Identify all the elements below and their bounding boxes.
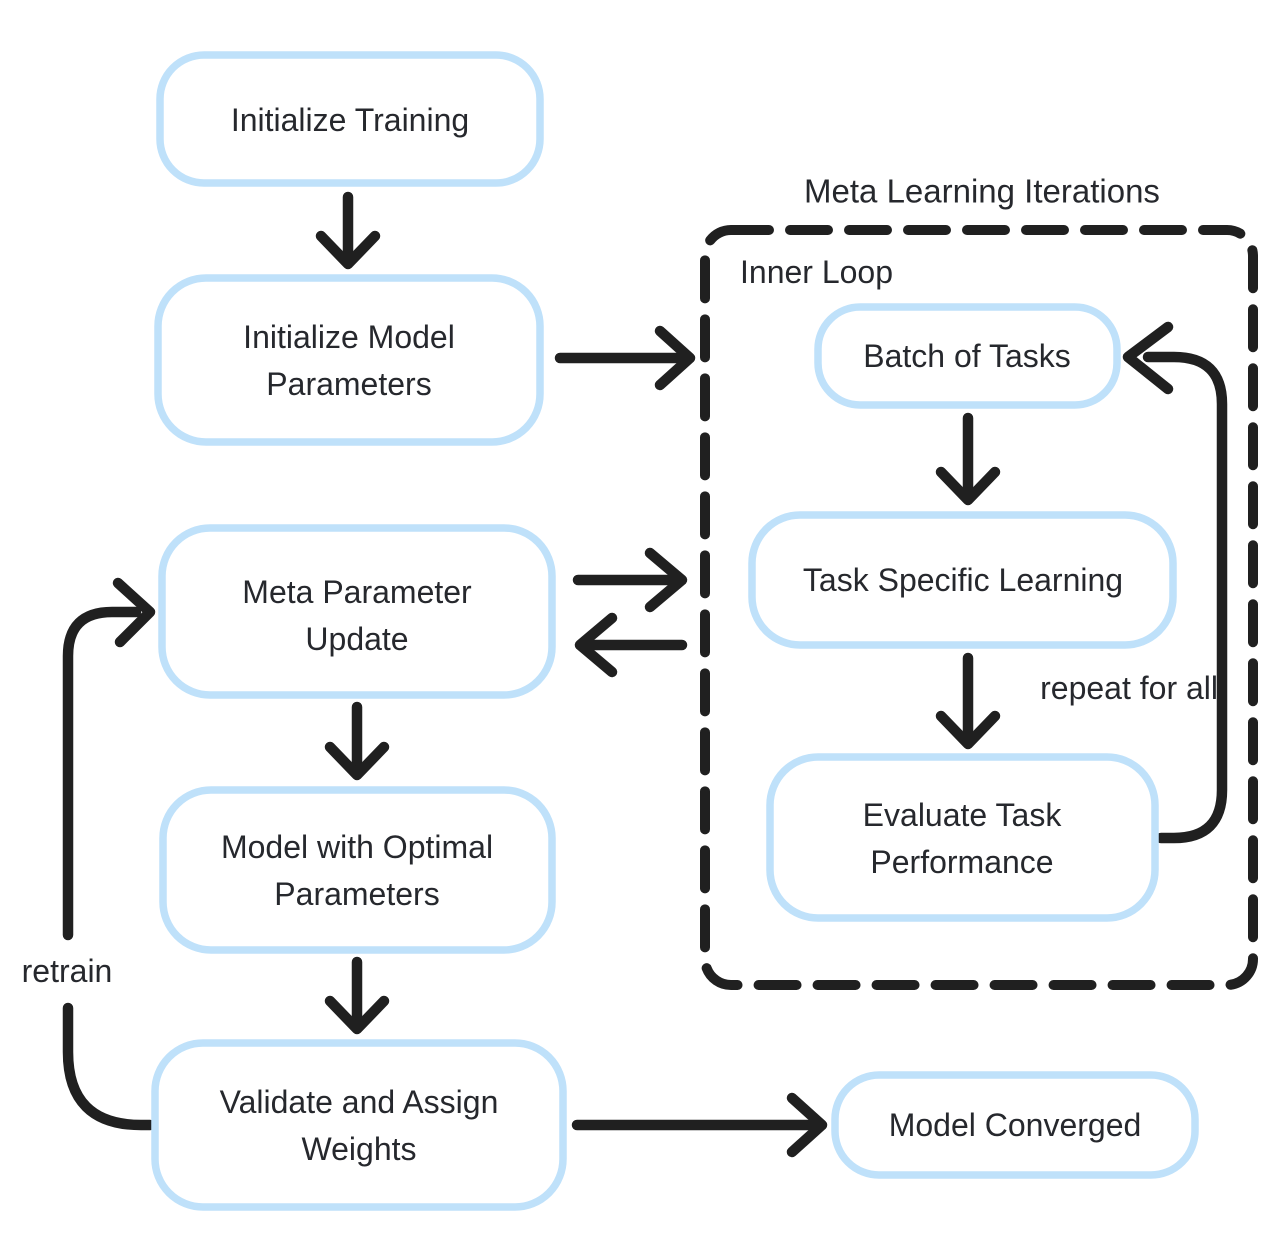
retrain-label: retrain xyxy=(22,953,113,989)
node-initialize-training: Initialize Training xyxy=(156,51,544,187)
node-meta-parameter-update: Meta Parameter Update xyxy=(158,524,556,699)
arrow-validate-and-assign-weights-to-model-converged xyxy=(571,1092,828,1158)
arrow-batch-of-tasks-to-task-specific-learning xyxy=(935,412,1001,506)
node-task-specific-learning-label: Task Specific Learning xyxy=(803,562,1123,598)
node-initialize-model-parameters-label-line1: Initialize Model xyxy=(243,319,455,355)
node-validate-and-assign-weights-label-line2: Weights xyxy=(301,1131,416,1167)
node-batch-of-tasks: Batch of Tasks xyxy=(814,303,1121,409)
arrow-meta-parameter-update-to-model-with-optimal-parameters xyxy=(324,701,390,781)
node-task-specific-learning: Task Specific Learning xyxy=(748,511,1177,649)
arrow-meta-parameter-update-to-inner-loop xyxy=(572,547,688,613)
arrow-model-with-optimal-parameters-to-validate-and-assign-weights xyxy=(324,956,390,1035)
node-model-converged: Model Converged xyxy=(831,1071,1199,1179)
node-batch-of-tasks-label: Batch of Tasks xyxy=(863,338,1071,374)
node-evaluate-task-performance: Evaluate Task Performance xyxy=(766,753,1159,922)
node-initialize-model-parameters-label-line2: Parameters xyxy=(266,366,431,402)
repeat-for-all-label: repeat for all xyxy=(1040,670,1218,706)
node-model-with-optimal-parameters-label-line1: Model with Optimal xyxy=(221,829,493,865)
group-title: Meta Learning Iterations xyxy=(804,173,1160,210)
node-validate-and-assign-weights-label-line1: Validate and Assign xyxy=(220,1084,499,1120)
node-model-with-optimal-parameters: Model with Optimal Parameters xyxy=(159,786,556,954)
node-initialize-training-label: Initialize Training xyxy=(231,102,469,138)
arrow-inner-loop-to-meta-parameter-update xyxy=(574,612,688,678)
node-model-with-optimal-parameters-label-line2: Parameters xyxy=(274,876,439,912)
node-meta-parameter-update-label-line2: Update xyxy=(305,621,408,657)
node-meta-parameter-update-label-line1: Meta Parameter xyxy=(242,574,472,610)
inner-loop-label: Inner Loop xyxy=(740,254,893,290)
arrow-initialize-training-to-initialize-model-parameters xyxy=(315,191,381,270)
arrow-task-specific-learning-to-evaluate-task-performance xyxy=(935,652,1001,750)
arrow-initialize-model-parameters-to-inner-loop xyxy=(554,325,696,391)
node-evaluate-task-performance-label-line1: Evaluate Task xyxy=(863,797,1063,833)
arrow-retrain-loop xyxy=(62,577,156,1131)
node-evaluate-task-performance-label-line2: Performance xyxy=(870,844,1053,880)
arrow-evaluate-task-performance-to-batch-of-tasks-loop xyxy=(1122,321,1228,844)
meta-learning-iterations-group-border xyxy=(700,225,1258,990)
node-initialize-model-parameters: Initialize Model Parameters xyxy=(154,274,544,446)
node-model-converged-label: Model Converged xyxy=(889,1107,1142,1143)
node-validate-and-assign-weights: Validate and Assign Weights xyxy=(151,1039,567,1211)
